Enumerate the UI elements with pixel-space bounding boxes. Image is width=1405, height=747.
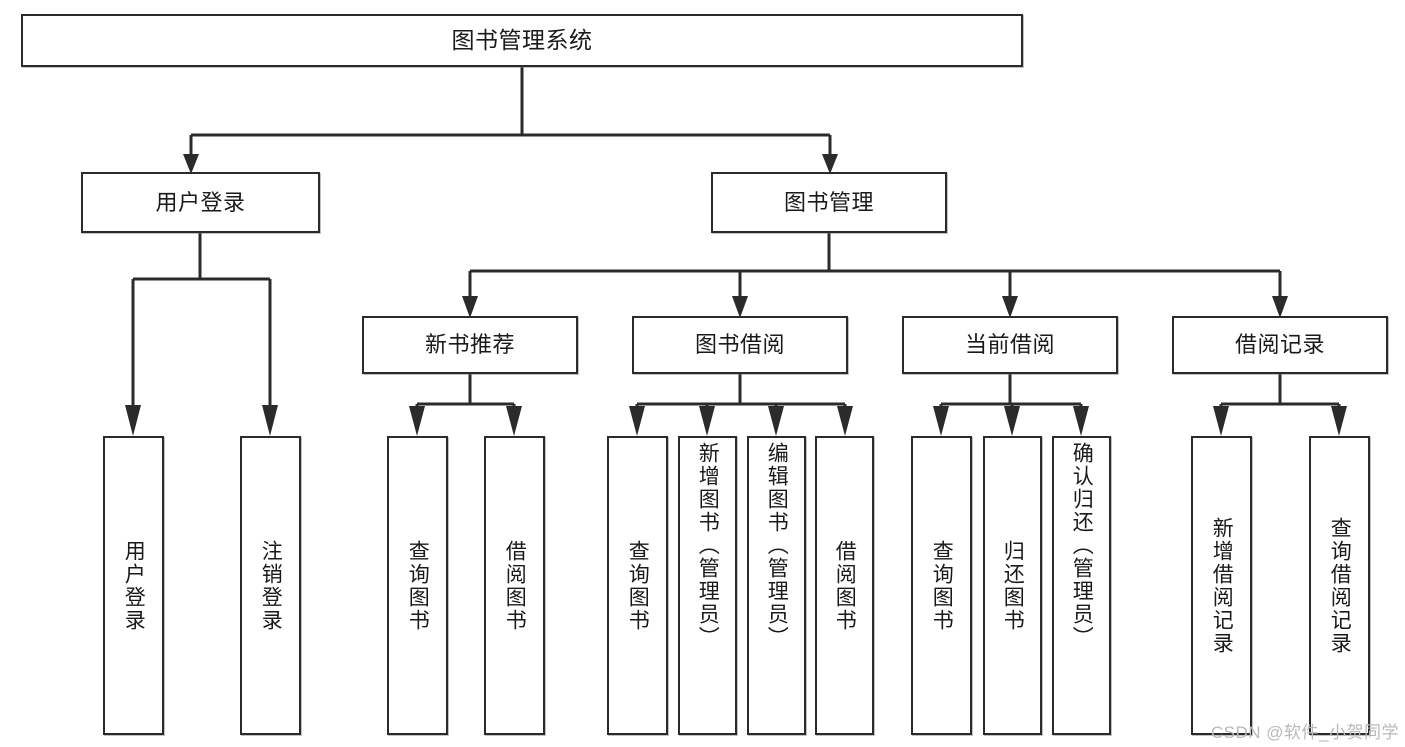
arrowhead-current-borrow: [1002, 296, 1018, 318]
node-user-login-label: 用户登录: [155, 189, 246, 215]
arrowhead-leaf-add-book: [699, 406, 715, 436]
node-leaf-add-record-label: 新增借阅记录: [1210, 516, 1234, 655]
node-leaf-query-book-1[interactable]: 查询图书: [387, 436, 448, 735]
node-book-management[interactable]: 图书管理: [711, 172, 947, 233]
arrowhead-new-book-recommend: [462, 296, 478, 318]
arrowhead-leaf-return-book: [1004, 406, 1020, 436]
arrowhead-user-login: [183, 154, 199, 174]
node-leaf-borrow-book-2-label: 借阅图书: [833, 539, 857, 632]
arrowhead-leaf-borrow-book-1: [506, 406, 522, 436]
arrowhead-book-borrow: [732, 296, 748, 318]
arrowhead-leaf-query-record: [1331, 406, 1347, 436]
node-leaf-query-book-2[interactable]: 查询图书: [607, 436, 668, 735]
node-leaf-add-book[interactable]: 新增图书（管理员）: [678, 436, 737, 735]
arrowhead-book-management: [822, 154, 838, 174]
arrowhead-leaf-query-book-1: [409, 406, 425, 436]
arrowhead-leaf-query-book-3: [933, 406, 949, 436]
node-leaf-borrow-book-1-label: 借阅图书: [503, 539, 527, 632]
node-book-management-label: 图书管理: [783, 189, 874, 215]
arrowhead-leaf-edit-book: [768, 406, 784, 436]
node-leaf-edit-book[interactable]: 编辑图书（管理员）: [747, 436, 806, 735]
arrowhead-leaf-confirm-return: [1073, 406, 1089, 436]
node-leaf-query-book-2-label: 查询图书: [626, 539, 650, 632]
node-leaf-add-book-label: 新增图书（管理员）: [696, 442, 720, 649]
node-book-borrow[interactable]: 图书借阅: [632, 316, 848, 374]
node-leaf-query-record-label: 查询借阅记录: [1328, 516, 1352, 655]
arrowhead-borrow-record: [1272, 296, 1288, 318]
node-leaf-borrow-book-2[interactable]: 借阅图书: [815, 436, 874, 735]
node-leaf-confirm-return-label: 确认归还（管理员）: [1070, 442, 1094, 649]
node-borrow-record[interactable]: 借阅记录: [1172, 316, 1388, 374]
node-leaf-return-book-label: 归还图书: [1001, 539, 1025, 632]
node-leaf-query-book-3-label: 查询图书: [930, 539, 954, 632]
arrowhead-leaf-user-login: [125, 405, 141, 436]
node-leaf-user-login[interactable]: 用户登录: [103, 436, 164, 735]
node-root[interactable]: 图书管理系统: [21, 14, 1023, 67]
node-borrow-record-label: 借阅记录: [1234, 332, 1325, 358]
node-book-borrow-label: 图书借阅: [694, 332, 785, 358]
arrowhead-leaf-add-record: [1213, 406, 1229, 436]
node-root-label: 图书管理系统: [451, 27, 593, 54]
watermark-text: CSDN @软件_小贺同学: [1210, 723, 1399, 742]
node-current-borrow[interactable]: 当前借阅: [902, 316, 1118, 374]
node-leaf-user-login-label: 用户登录: [122, 539, 146, 632]
node-leaf-return-book[interactable]: 归还图书: [983, 436, 1042, 735]
node-new-book-recommend-label: 新书推荐: [424, 332, 515, 358]
node-leaf-borrow-book-1[interactable]: 借阅图书: [484, 436, 545, 735]
node-new-book-recommend[interactable]: 新书推荐: [362, 316, 578, 374]
node-leaf-query-book-1-label: 查询图书: [406, 539, 430, 632]
arrowhead-leaf-query-book-2: [629, 406, 645, 436]
node-user-login[interactable]: 用户登录: [81, 172, 320, 233]
node-leaf-query-record[interactable]: 查询借阅记录: [1309, 436, 1370, 735]
node-current-borrow-label: 当前借阅: [964, 332, 1055, 358]
node-leaf-add-record[interactable]: 新增借阅记录: [1191, 436, 1252, 735]
node-leaf-user-logout-label: 注销登录: [259, 539, 283, 632]
node-leaf-confirm-return[interactable]: 确认归还（管理员）: [1052, 436, 1111, 735]
arrowhead-leaf-user-logout: [262, 405, 278, 436]
node-leaf-query-book-3[interactable]: 查询图书: [911, 436, 972, 735]
node-leaf-user-logout[interactable]: 注销登录: [240, 436, 301, 735]
arrowhead-leaf-borrow-book-2: [837, 406, 853, 436]
node-leaf-edit-book-label: 编辑图书（管理员）: [765, 442, 789, 649]
